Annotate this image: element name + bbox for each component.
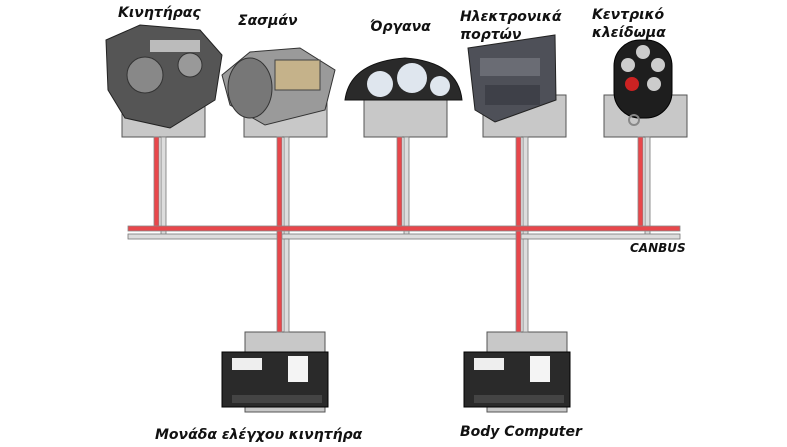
label-canbus: CANBUS: [630, 241, 686, 255]
instruments-box: [363, 94, 448, 138]
transmission-icon: [221, 47, 336, 126]
drop-body-computer: [515, 230, 529, 333]
drop-transmission: [276, 136, 290, 238]
instrument-cluster-icon: [344, 57, 463, 101]
engine-icon: [105, 24, 223, 129]
ecu-module-icon: [221, 351, 329, 408]
drop-ecu: [276, 230, 290, 333]
label-door-line2: πορτών: [460, 27, 522, 43]
label-instruments: Όργανα: [370, 19, 431, 35]
drop-door: [515, 136, 529, 238]
key-fob-icon: [613, 39, 673, 126]
canbus-wires: [127, 136, 681, 333]
label-door-line1: Ηλεκτρονικά: [460, 9, 562, 25]
bus-high: [127, 225, 681, 232]
label-ecu: Μονάδα ελέγχου κινητήρα: [155, 427, 363, 443]
label-lock-line1: Κεντρικό: [592, 7, 665, 23]
body-computer-module-icon: [463, 351, 571, 408]
drop-instruments: [396, 136, 410, 238]
bus-low: [127, 233, 681, 240]
door-panel-icon: [467, 34, 557, 123]
label-transmission: Σασμάν: [238, 13, 298, 29]
drop-engine: [153, 136, 167, 238]
drop-lock: [637, 136, 651, 238]
label-engine: Κινητήρας: [118, 5, 201, 21]
label-lock-line2: κλείδωμα: [592, 25, 666, 41]
label-body-computer: Body Computer: [460, 424, 583, 440]
